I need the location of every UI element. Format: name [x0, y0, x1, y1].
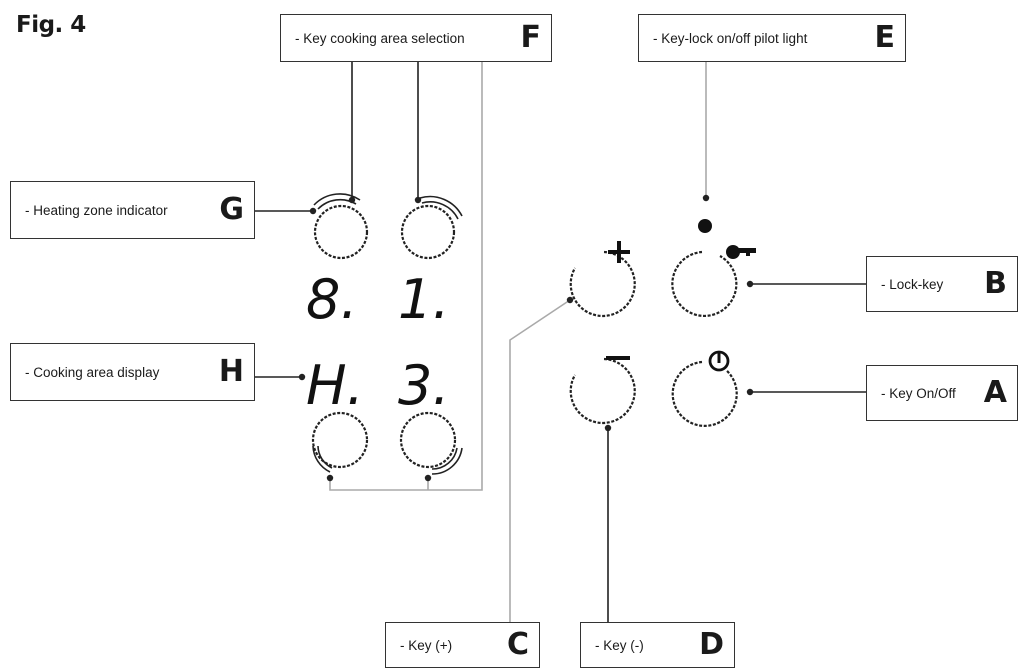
callout-e-letter: E — [874, 20, 896, 55]
callout-h: - Cooking area display H — [10, 343, 255, 401]
dot-c — [566, 296, 574, 304]
callout-d: - Key (-) D — [580, 622, 735, 668]
callout-g-text: - Heating zone indicator — [25, 202, 168, 218]
callout-h-letter: H — [218, 354, 244, 389]
zone-key-bottom-left[interactable] — [311, 411, 369, 473]
callout-f: - Key cooking area selection F — [280, 14, 552, 62]
display-top-left: 8. — [306, 268, 358, 331]
callout-f-text: - Key cooking area selection — [295, 30, 465, 46]
callout-h-text: - Cooking area display — [25, 364, 160, 380]
callout-c-letter: C — [506, 627, 529, 662]
leader-c — [509, 299, 571, 622]
dot-h — [298, 373, 306, 381]
callout-a-text: - Key On/Off — [881, 385, 956, 401]
dot-a — [746, 388, 754, 396]
callout-a-letter: A — [983, 375, 1007, 410]
minus-key[interactable] — [569, 356, 636, 424]
zone-indicator-top-right[interactable] — [400, 195, 463, 260]
dot-f-right — [414, 196, 422, 204]
callout-c-text: - Key (+) — [400, 637, 453, 653]
callout-g: - Heating zone indicator G — [10, 181, 255, 239]
leader-f-bracket — [329, 62, 483, 491]
callout-e: - Key-lock on/off pilot light E — [638, 14, 906, 62]
lock-key[interactable] — [671, 245, 756, 318]
dot-g — [309, 207, 317, 215]
callout-b-text: - Lock-key — [881, 276, 944, 292]
dot-b — [746, 280, 754, 288]
plus-icon — [608, 241, 630, 263]
display-top-right: 1. — [398, 268, 450, 331]
pilot-light-icon — [698, 219, 712, 233]
dot-e — [702, 194, 710, 202]
callout-b-letter: B — [984, 266, 1007, 301]
callout-e-text: - Key-lock on/off pilot light — [653, 30, 808, 46]
figure-title: Fig. 4 — [16, 12, 86, 38]
leader-lines — [255, 62, 866, 622]
dot-f-bottom-left — [326, 474, 334, 482]
leader-dots — [298, 194, 754, 482]
callout-c: - Key (+) C — [385, 622, 540, 668]
callout-d-text: - Key (-) — [595, 637, 644, 653]
display-bottom-right: 3. — [398, 354, 450, 417]
power-key[interactable] — [671, 350, 738, 427]
zone-key-bottom-right[interactable] — [399, 411, 463, 475]
plus-key[interactable] — [569, 241, 636, 317]
minus-icon — [606, 356, 630, 360]
callout-a: - Key On/Off A — [866, 365, 1018, 421]
callout-b: - Lock-key B — [866, 256, 1018, 312]
display-bottom-left: H. — [306, 354, 364, 417]
callout-d-letter: D — [699, 627, 724, 662]
power-icon — [708, 350, 730, 372]
dot-d — [604, 424, 612, 432]
key-icon — [726, 245, 756, 259]
callout-g-letter: G — [219, 192, 244, 227]
dot-f-bottom-right — [424, 474, 432, 482]
callout-f-letter: F — [520, 20, 542, 55]
zone-indicator-top-left[interactable] — [313, 193, 369, 260]
